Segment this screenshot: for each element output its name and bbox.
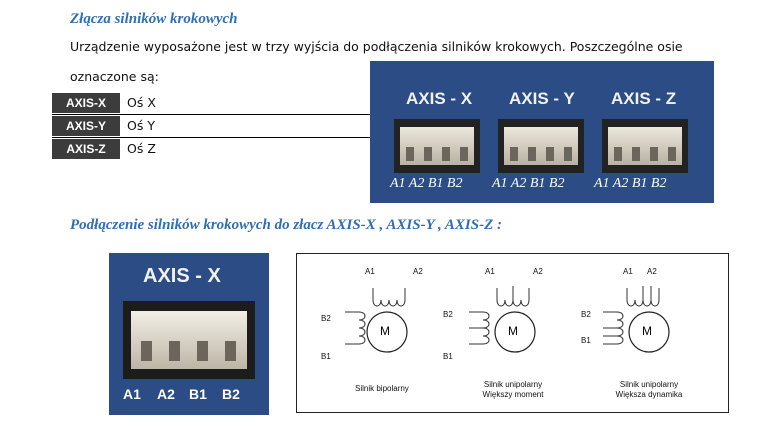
axis-x-panel-photo: AXIS - X A1 A2 B1 B2 — [109, 253, 269, 415]
pin-label-b2: B2 — [222, 386, 240, 402]
motor-caption: Silnik unipolarny — [619, 380, 679, 389]
axis-value: Oś Z — [127, 141, 156, 156]
axes-row: AXIS-Z Oś Z — [52, 139, 714, 163]
axes-row: AXIS-Y Oś Y — [52, 116, 714, 140]
wire-label-b2: B2 — [443, 310, 453, 319]
wire-label-a1: A1 — [365, 267, 375, 276]
axis-label: AXIS-Y — [52, 116, 120, 136]
connector-socket — [123, 301, 255, 379]
axis-label: AXIS-Z — [52, 139, 120, 159]
motor-diagram-unipolar-dynamics: A1 A2 B2 B1 M Silnik unipolarny Większa … — [579, 260, 719, 406]
pin-label-a2: A2 — [157, 386, 175, 402]
wire-label-a2: A2 — [533, 267, 543, 276]
wire-label-b2: B2 — [321, 314, 331, 323]
motor-caption: Silnik unipolarny — [483, 380, 543, 389]
motor-wiring-lines — [469, 286, 536, 353]
axis-value: Oś Y — [127, 118, 155, 133]
motor-diagram-bipolar: A1 A2 B2 B1 M Silnik bipolarny — [315, 260, 435, 406]
axis-label: AXIS-X — [52, 93, 120, 113]
wire-label-a2: A2 — [413, 267, 423, 276]
connector-pin-labels: A1 A2 B1 B2 — [492, 176, 565, 191]
wire-label-b2: B2 — [581, 310, 591, 319]
connector-socket — [498, 119, 584, 173]
connector-title: AXIS - X — [406, 89, 473, 108]
wire-label-a1: A1 — [485, 267, 495, 276]
motor-caption-sub: Większa dynamika — [615, 390, 683, 399]
wire-label-b1: B1 — [581, 336, 591, 345]
connector-socket — [394, 119, 480, 173]
motor-wiring-lines — [345, 288, 408, 353]
connector-pin-labels: A1 A2 B1 B2 — [390, 176, 463, 191]
section-title-connectors: Złącza silników krokowych — [70, 11, 238, 27]
axes-row: AXIS-X Oś X — [52, 93, 714, 117]
connector-title: AXIS - Y — [509, 89, 575, 108]
axis-value: Oś X — [127, 95, 156, 110]
motor-caption-sub: Większy moment — [482, 390, 544, 399]
motor-caption: Silnik bipolarny — [355, 384, 409, 393]
wire-label-b1: B1 — [321, 352, 331, 361]
intro-text-line2: oznaczone są: — [70, 69, 159, 84]
connectors-panel-photo: AXIS - X A1 A2 B1 B2 AXIS - Y A1 A2 B1 B… — [370, 61, 714, 203]
connector-socket — [602, 119, 688, 173]
wire-label-a2: A2 — [647, 267, 657, 276]
motor-diagram-unipolar-torque: A1 A2 B2 B1 M Silnik unipolarny Większy … — [441, 260, 571, 406]
pin-label-b1: B1 — [189, 386, 207, 402]
intro-text-line1: Urządzenie wyposażone jest w trzy wyjści… — [70, 39, 683, 54]
motor-wiring-diagram: A1 A2 B2 B1 M Silnik bipolarny A1 A2 B2 … — [296, 253, 729, 413]
connector-title: AXIS - X — [143, 265, 221, 287]
connector-pin-labels: A1 A2 B1 B2 — [594, 176, 667, 191]
motor-symbol: M — [380, 324, 390, 338]
motor-symbol: M — [508, 324, 518, 338]
motor-wiring-lines — [603, 286, 670, 353]
motor-symbol: M — [642, 324, 652, 338]
wire-label-b1: B1 — [443, 352, 453, 361]
pin-label-a1: A1 — [123, 386, 141, 402]
section-title-wiring: Podłączenie silników krokowych do złacz … — [70, 217, 502, 233]
connector-title: AXIS - Z — [611, 89, 677, 108]
wire-label-a1: A1 — [623, 267, 633, 276]
